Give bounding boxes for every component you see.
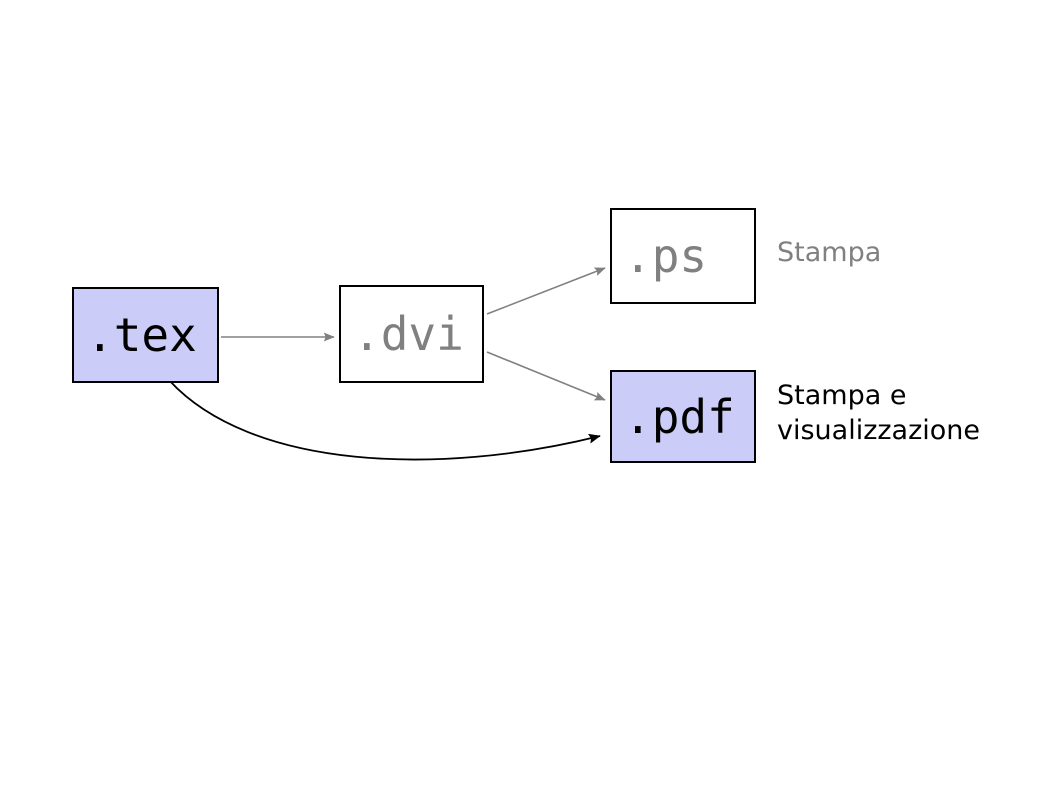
node-pdf-label: .pdf	[624, 389, 735, 444]
node-dvi-label: .dvi	[353, 307, 464, 361]
annotation-stampa: Stampa	[777, 237, 882, 268]
node-tex-label: .tex	[86, 308, 197, 362]
edge-tex-to-pdf	[167, 378, 601, 461]
edge-dvi-to-ps	[486, 267, 606, 315]
node-tex[interactable]: .tex	[72, 287, 219, 383]
node-dvi[interactable]: .dvi	[339, 285, 484, 383]
node-pdf[interactable]: .pdf	[610, 370, 756, 463]
node-ps-label: .ps	[624, 229, 708, 283]
annotation-stampa-e-visualizzazione: Stampa e visualizzazione	[777, 380, 981, 446]
edge-dvi-to-pdf	[486, 351, 606, 401]
node-ps[interactable]: .ps	[610, 208, 756, 304]
